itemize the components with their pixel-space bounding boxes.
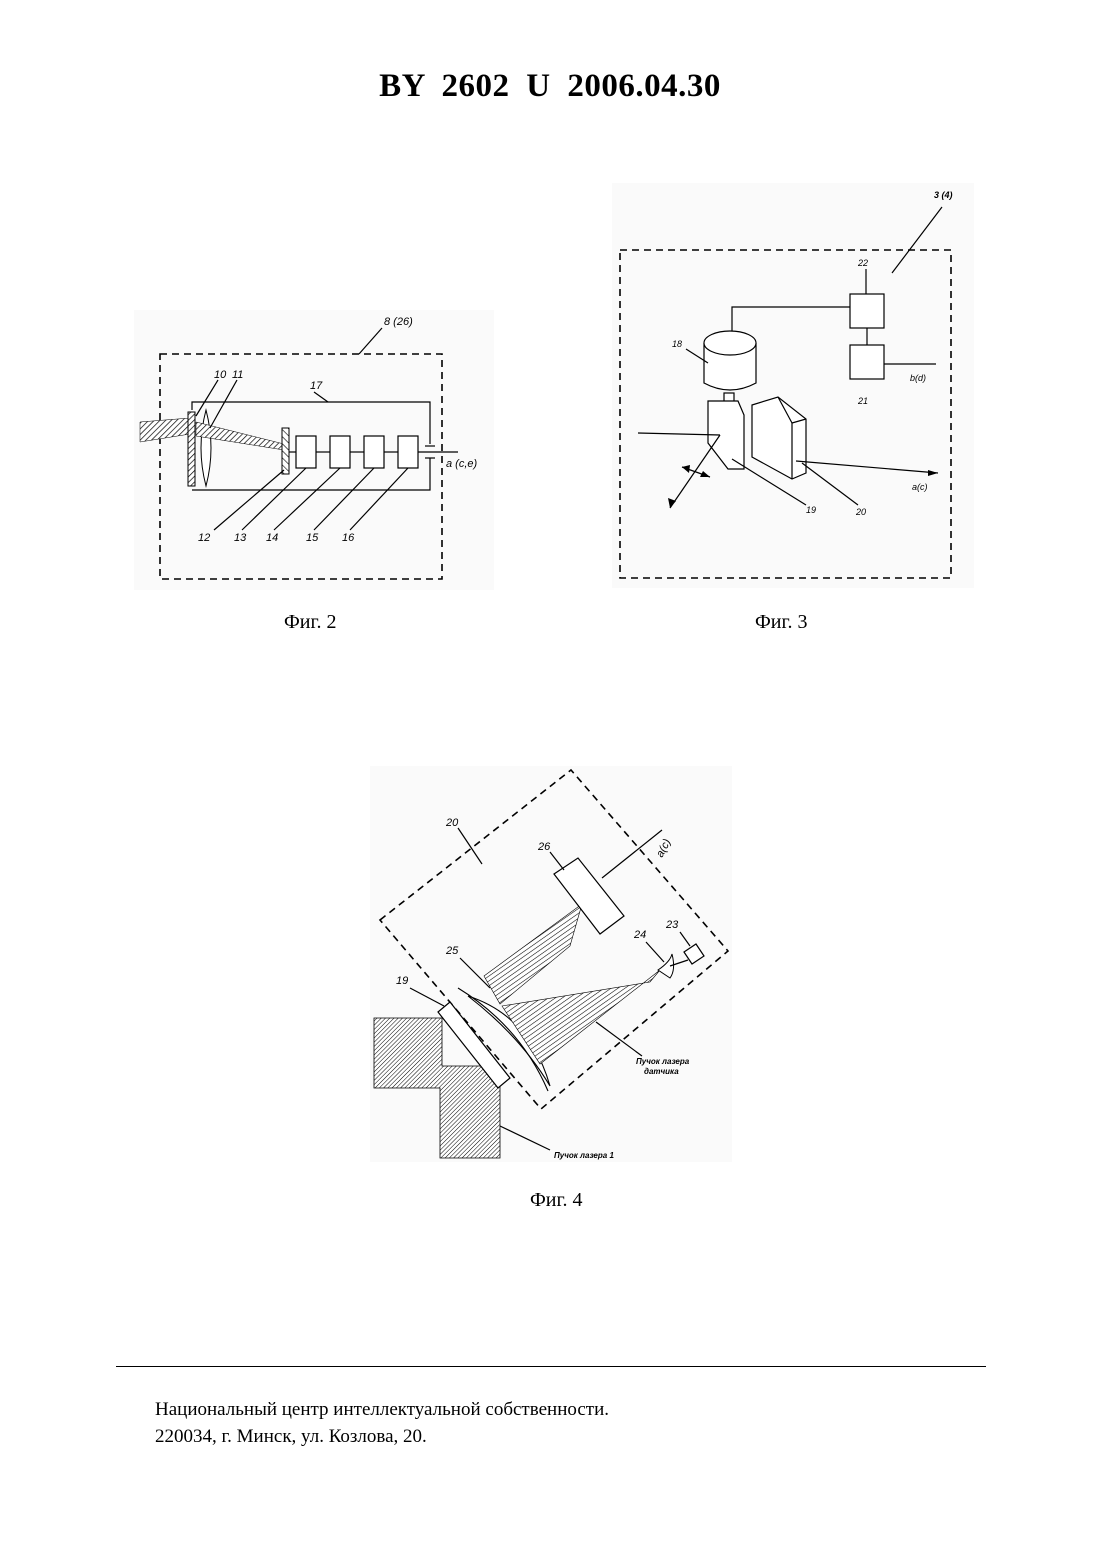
label-sensor-beam-2: датчика <box>644 1067 679 1076</box>
label-19: 19 <box>806 505 816 515</box>
label-24: 24 <box>633 929 646 941</box>
label-block-3: 3 (4) <box>934 190 953 200</box>
label-output-3: a(c) <box>912 482 928 492</box>
footer-divider <box>116 1366 986 1367</box>
label-23: 23 <box>665 919 679 931</box>
block-14 <box>330 436 350 468</box>
figure-4-caption: Фиг. 4 <box>530 1189 582 1212</box>
label-laser-beam-1: Пучок лазера 1 <box>554 1151 614 1160</box>
label-13: 13 <box>234 532 247 544</box>
label-12: 12 <box>198 532 210 544</box>
figure-3-caption: Фиг. 3 <box>755 611 807 634</box>
label-26: 26 <box>537 841 551 853</box>
block-15 <box>364 436 384 468</box>
figure-2-diagram: 8 (26) 17 10 11 a (c,e) 12 13 14 15 16 <box>134 310 494 590</box>
label-21: 21 <box>857 396 868 406</box>
label-block-8: 8 (26) <box>384 316 413 328</box>
label-11: 11 <box>232 369 243 381</box>
figure-3-diagram: 3 (4) 22 21 b(d) 18 a(c) 19 20 <box>612 183 974 588</box>
block-16 <box>398 436 418 468</box>
label-22: 22 <box>857 258 868 268</box>
label-14: 14 <box>266 532 278 544</box>
label-10: 10 <box>214 369 227 381</box>
label-sensor-beam-1: Пучок лазера <box>636 1057 690 1066</box>
filter-10 <box>188 412 195 486</box>
block-13 <box>296 436 316 468</box>
figure-2-caption: Фиг. 2 <box>284 611 336 634</box>
label-17: 17 <box>310 380 323 392</box>
label-output: a (c,e) <box>446 458 478 470</box>
label-input: b(d) <box>910 373 926 383</box>
footer-line-1: Национальный центр интеллектуальной собс… <box>155 1396 609 1423</box>
label-block-20: 20 <box>445 817 459 829</box>
block-21 <box>850 345 884 379</box>
label-19-4: 19 <box>396 975 408 987</box>
label-16: 16 <box>342 532 355 544</box>
figure-4-diagram: 20 19 25 24 23 26 a(c) Пучок лазера датч… <box>370 766 732 1162</box>
label-25: 25 <box>445 945 459 957</box>
element-12 <box>282 428 289 474</box>
document-header: BY 2602 U 2006.04.30 <box>0 68 1100 105</box>
footer: Национальный центр интеллектуальной собс… <box>155 1396 609 1450</box>
label-20: 20 <box>855 507 866 517</box>
label-15: 15 <box>306 532 319 544</box>
label-18: 18 <box>672 339 682 349</box>
footer-line-2: 220034, г. Минск, ул. Козлова, 20. <box>155 1423 609 1450</box>
block-22 <box>850 294 884 328</box>
